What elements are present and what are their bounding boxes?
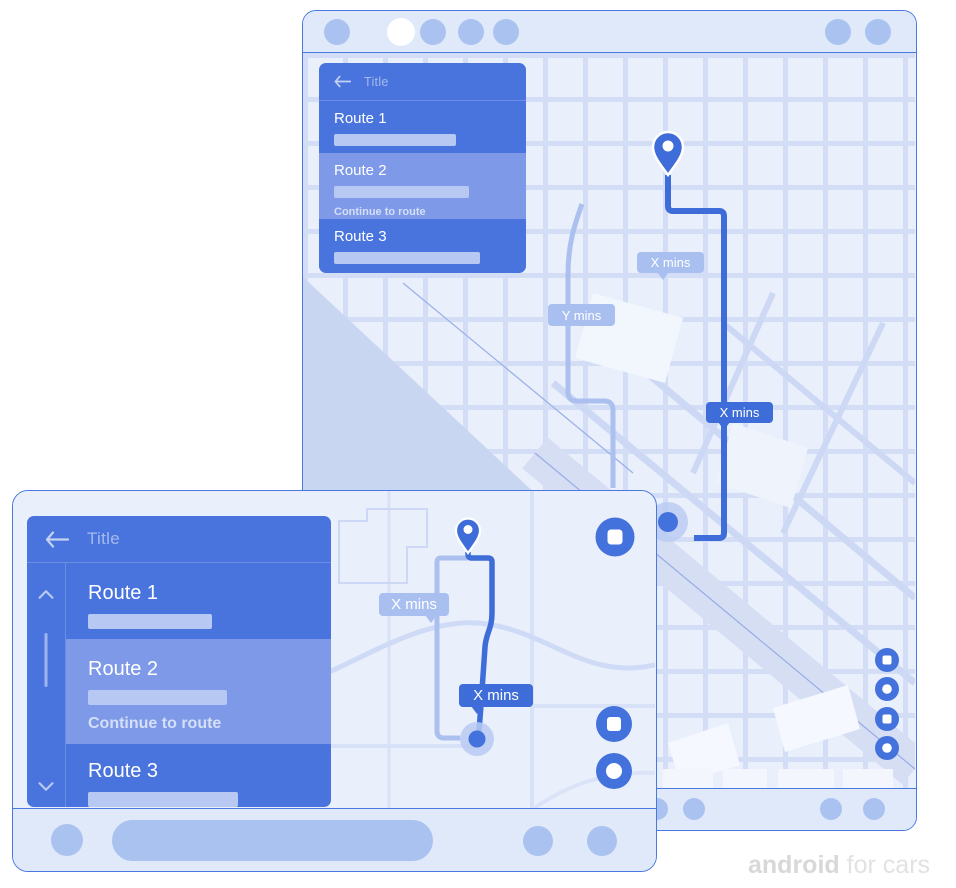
- tablet-status-bar: [303, 11, 916, 53]
- route-detail-placeholder: [88, 614, 212, 629]
- route-row-2-selected[interactable]: Route 2 Continue to route: [66, 639, 331, 744]
- nav-bar-button[interactable]: [51, 824, 83, 856]
- alt-route-time-label: X mins: [391, 596, 437, 613]
- status-dot: [493, 19, 519, 45]
- map-action-button-square[interactable]: [596, 706, 632, 742]
- nav-bar-button[interactable]: [820, 798, 842, 820]
- brand-name: android: [748, 851, 840, 879]
- status-dot: [324, 19, 350, 45]
- current-location-dot: [460, 722, 494, 756]
- car-nav-bar: [13, 808, 656, 871]
- panel-title: Title: [364, 74, 389, 89]
- back-arrow-icon[interactable]: [334, 75, 351, 88]
- primary-route-time-bubble[interactable]: X mins: [459, 684, 533, 714]
- route-name: Route 1: [88, 582, 159, 604]
- route-row-2-selected[interactable]: Route 2 Continue to route: [319, 153, 526, 219]
- map-action-button-top[interactable]: [595, 517, 635, 557]
- nav-bar-button[interactable]: [683, 798, 705, 820]
- route-detail-placeholder: [88, 690, 227, 706]
- primary-route-time-label: X mins: [473, 687, 519, 704]
- brand-product: for cars: [846, 851, 931, 879]
- primary-route-line: [465, 551, 495, 732]
- map-action-button-ring[interactable]: [596, 753, 632, 789]
- primary-route-time-label: X mins: [719, 405, 760, 420]
- panel-title: Title: [87, 529, 120, 548]
- nav-bar-button[interactable]: [587, 826, 617, 856]
- route-name: Route 3: [334, 228, 387, 245]
- alt-route-time-bubble[interactable]: Y mins: [548, 304, 615, 326]
- panel-body: Route 1 Route 2 Continue to route Route …: [27, 563, 331, 807]
- status-dot: [458, 19, 484, 45]
- scroll-rail: [27, 563, 66, 807]
- route-rows: Route 1 Route 2 Continue to route Route …: [66, 563, 331, 807]
- continue-to-route-action[interactable]: Continue to route: [334, 206, 426, 218]
- route-detail-placeholder: [88, 792, 238, 807]
- nav-bar-button[interactable]: [863, 798, 885, 820]
- route-row-3[interactable]: Route 3: [66, 744, 331, 807]
- route-detail-placeholder: [334, 134, 456, 146]
- alt-route-time-label: X mins: [650, 255, 691, 270]
- route-detail-placeholder: [334, 252, 480, 264]
- route-row-3[interactable]: Route 3: [319, 219, 526, 273]
- alt-route-time-bubble[interactable]: X mins: [637, 252, 704, 280]
- nav-bar-pill-placeholder[interactable]: [112, 820, 433, 861]
- scrollbar-thumb[interactable]: [44, 633, 48, 687]
- route-name: Route 1: [334, 110, 387, 127]
- current-location-dot: [648, 502, 688, 542]
- map-action-button-2[interactable]: [875, 677, 899, 701]
- map-action-button-1[interactable]: [875, 648, 899, 672]
- route-name: Route 2: [88, 658, 159, 681]
- primary-route-time-bubble[interactable]: X mins: [706, 402, 773, 430]
- status-dot: [865, 19, 891, 45]
- back-arrow-icon[interactable]: [45, 530, 69, 548]
- route-list-panel: Title Route 1: [27, 516, 331, 807]
- status-dot: [420, 19, 446, 45]
- nav-bar-button[interactable]: [523, 826, 553, 856]
- destination-pin-icon: [651, 130, 685, 178]
- primary-route-line: [665, 175, 727, 541]
- panel-header: Title: [319, 63, 526, 101]
- route-row-1[interactable]: Route 1: [66, 563, 331, 640]
- car-display-screen: X mins X mins Title: [12, 490, 657, 872]
- route-name: Route 2: [334, 162, 387, 179]
- map-action-button-4[interactable]: [875, 736, 899, 760]
- active-status-dot: [387, 18, 415, 46]
- streets: [308, 491, 655, 809]
- route-row-1[interactable]: Route 1: [319, 101, 526, 153]
- alternate-route-line: [565, 203, 616, 488]
- chevron-down-icon[interactable]: [38, 782, 54, 791]
- panel-header: Title: [27, 516, 331, 563]
- status-dot: [825, 19, 851, 45]
- alt-route-time-label: Y mins: [561, 307, 602, 323]
- route-name: Route 3: [88, 760, 159, 782]
- destination-pin-icon: [454, 517, 482, 555]
- chevron-up-icon[interactable]: [38, 590, 54, 599]
- route-list-panel: Title Route 1 Route 2 Continue to route …: [319, 63, 526, 273]
- alternate-route-line: [434, 555, 468, 741]
- map-action-button-3[interactable]: [875, 707, 899, 731]
- alt-route-time-bubble[interactable]: X mins: [379, 593, 449, 623]
- route-detail-placeholder: [334, 186, 469, 198]
- continue-to-route-action[interactable]: Continue to route: [88, 715, 222, 733]
